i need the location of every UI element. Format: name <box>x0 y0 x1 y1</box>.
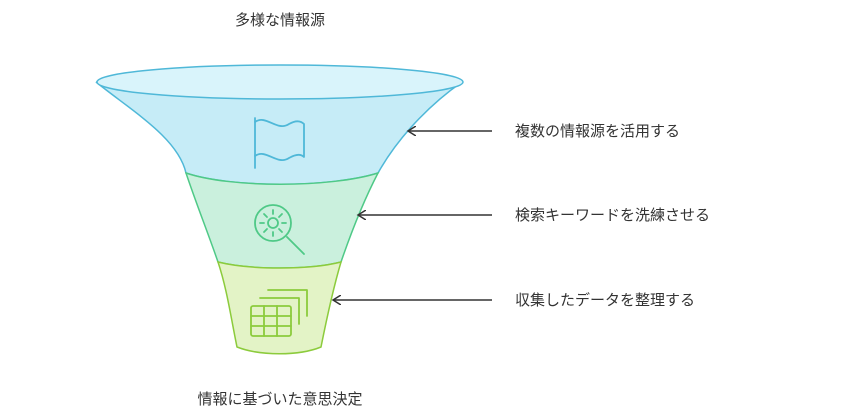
funnel-stage-2 <box>184 171 380 269</box>
stage-label-3: 収集したデータを整理する <box>515 291 696 309</box>
top-label: 多様な情報源 <box>234 11 325 29</box>
funnel-stage-3 <box>216 260 343 355</box>
flag-icon <box>254 117 305 169</box>
gear-search-icon <box>254 204 305 255</box>
stage-label-2: 検索キーワードを洗練させる <box>515 206 711 224</box>
funnel-rim <box>96 64 464 100</box>
bottom-label: 情報に基づいた意思決定 <box>197 390 363 408</box>
table-stack-icon <box>250 289 308 337</box>
stage-label-1: 複数の情報源を活用する <box>515 122 681 140</box>
